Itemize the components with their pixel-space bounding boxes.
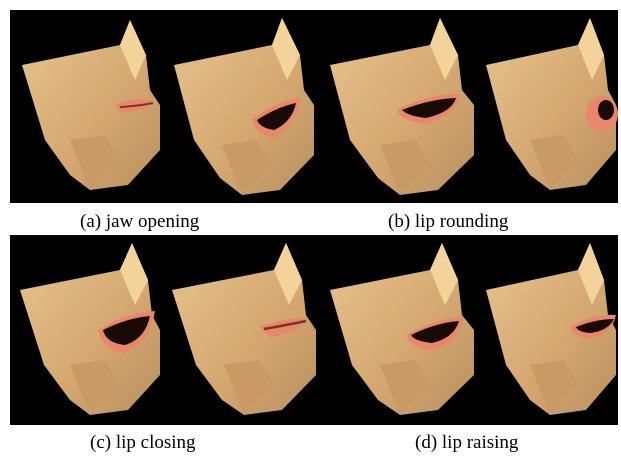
face-panel-b2: [478, 10, 618, 203]
face-render-closed: [22, 20, 160, 190]
caption-c: (c) lip closing: [90, 432, 196, 453]
caption-d: (d) lip raising: [415, 432, 519, 453]
face-panel-d1: [318, 235, 478, 425]
caption-b: (b) lip rounding: [388, 211, 509, 232]
face-panel-c2: [162, 235, 318, 425]
face-render-closed: [172, 243, 316, 415]
face-panel-b1: [318, 10, 478, 203]
face-render-open-wide: [330, 18, 474, 195]
face-panel-a2: [162, 10, 318, 203]
face-panel-c1: [10, 235, 162, 425]
face-panel-d2: [478, 235, 618, 425]
face-render-open: [20, 243, 160, 415]
face-panel-a1: [10, 10, 162, 203]
face-render-raised: [486, 243, 616, 415]
caption-a: (a) jaw opening: [80, 211, 200, 232]
face-render-rounded: [486, 18, 618, 190]
face-render-open: [174, 18, 314, 195]
face-render-open: [330, 243, 474, 415]
